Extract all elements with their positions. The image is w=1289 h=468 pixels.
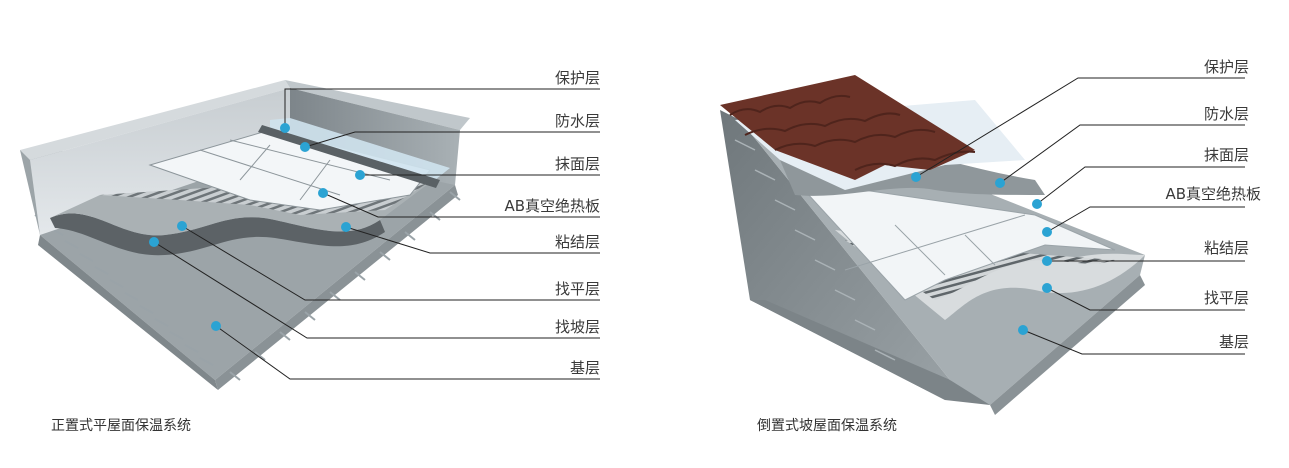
label-waterproof-layer: 防水层 (1203, 105, 1249, 123)
label-leveling-layer: 找平层 (554, 280, 600, 298)
pitched-roof-caption: 倒置式坡屋面保温系统 (757, 418, 897, 434)
label-vacuum-insulation-board: AB真空绝热板 (1165, 185, 1261, 203)
label-protection-layer: 保护层 (554, 69, 600, 87)
label-protection-layer: 保护层 (1203, 58, 1249, 76)
label-plaster-layer: 抹面层 (1203, 146, 1249, 164)
label-plaster-layer: 抹面层 (554, 155, 600, 173)
label-vacuum-insulation-board: AB真空绝热板 (504, 197, 600, 215)
label-adhesive-layer: 粘结层 (554, 233, 600, 251)
label-base-layer: 基层 (569, 359, 600, 377)
pitched-roof-illustration (720, 75, 1245, 415)
pitched-roof-diagram: 保护层 防水层 抹面层 AB真空绝热板 粘结层 找平层 基层 倒置式坡屋面保温系… (645, 0, 1289, 468)
label-leveling-layer: 找平层 (1203, 289, 1249, 307)
label-adhesive-layer: 粘结层 (1203, 239, 1249, 257)
label-slope-layer: 找坡层 (554, 318, 600, 336)
label-base-layer: 基层 (1218, 333, 1249, 351)
flat-roof-caption: 正置式平屋面保温系统 (51, 418, 191, 434)
flat-roof-illustration (20, 80, 600, 390)
label-waterproof-layer: 防水层 (554, 112, 600, 130)
flat-roof-diagram: 保护层 防水层 抹面层 AB真空绝热板 粘结层 找平层 找坡层 基层 正置式平屋… (0, 0, 640, 468)
